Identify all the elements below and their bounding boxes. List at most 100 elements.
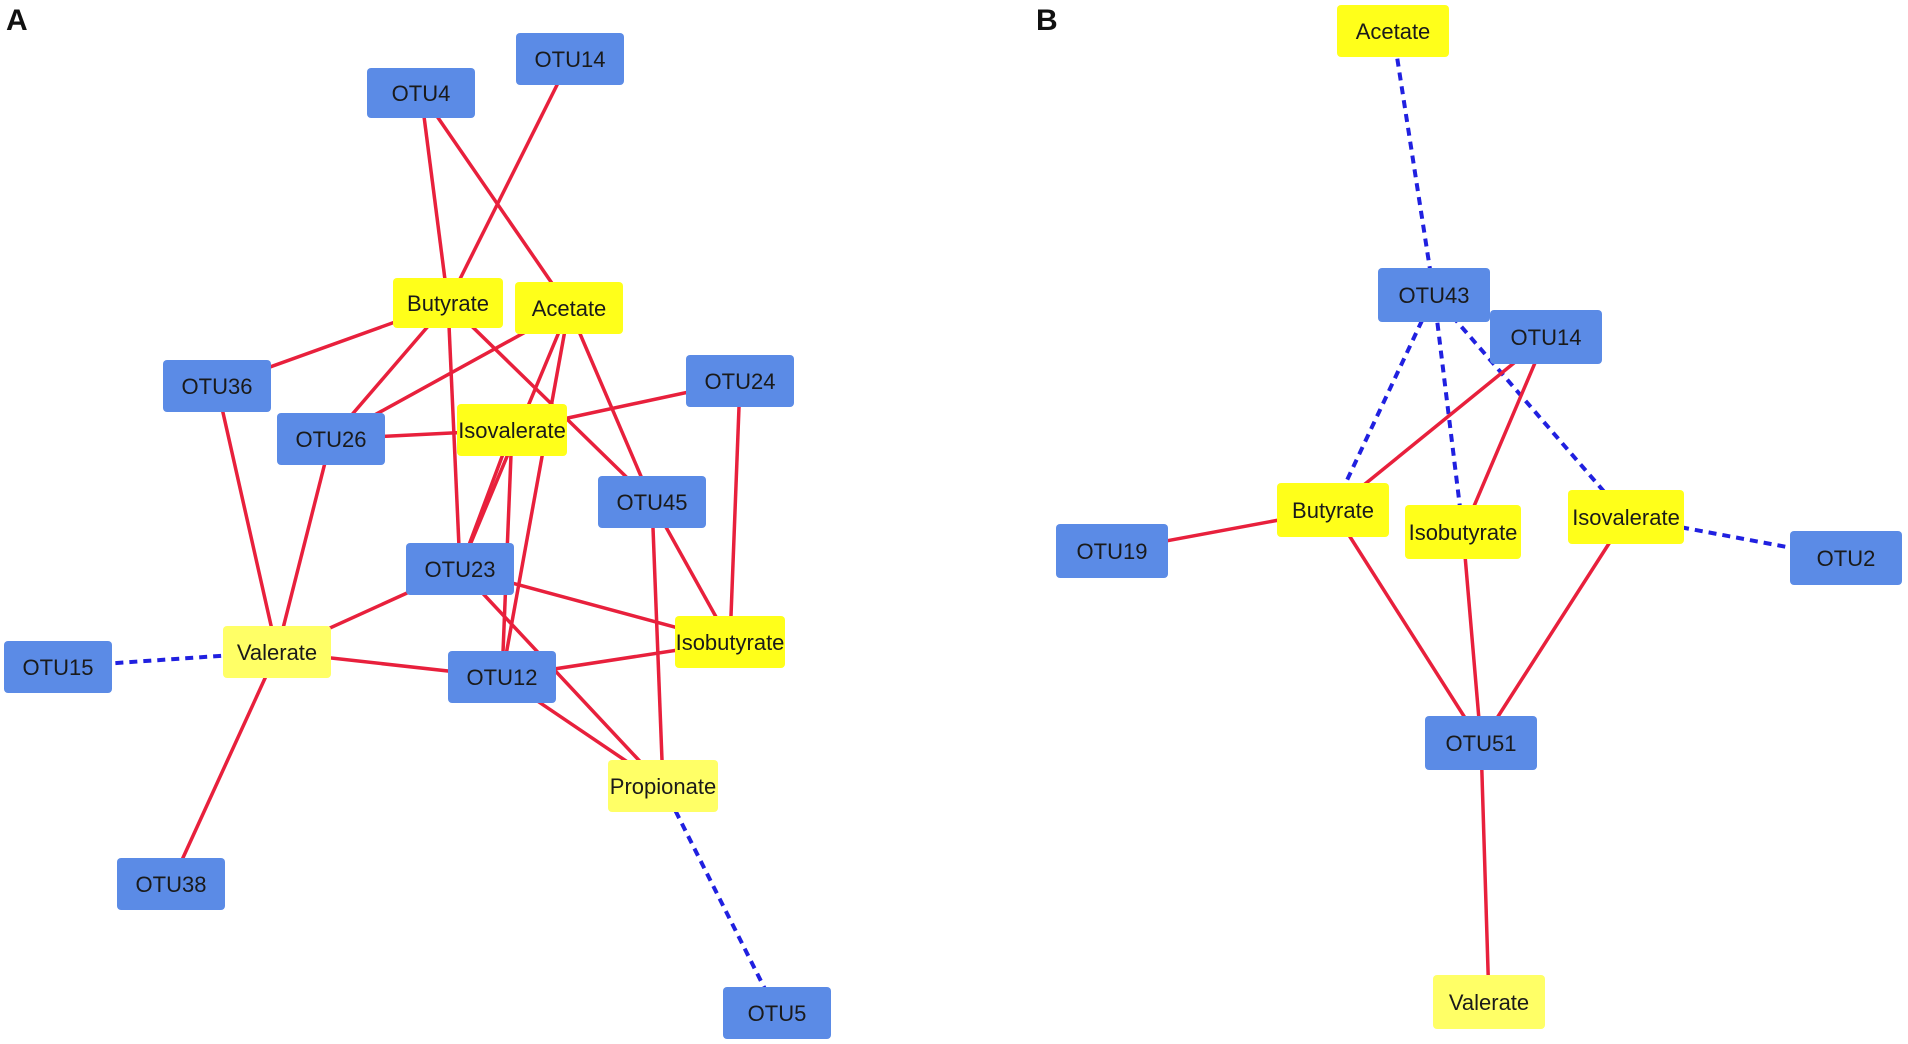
node-box-otu4 <box>367 68 475 118</box>
node-box-valerate <box>223 626 331 678</box>
node-label-otu45: OTU45 <box>617 490 688 515</box>
edge-positive-acetate-otu45 <box>567 307 654 503</box>
node-label-otu14: OTU14 <box>535 47 606 72</box>
node-label-acetate: Acetate <box>532 296 607 321</box>
node-otu24: OTU24 <box>686 355 794 407</box>
node-otu15: OTU15 <box>4 641 112 693</box>
node-box-isovalerate <box>457 404 567 456</box>
edge-negative-acetate-otu43 <box>1391 30 1436 296</box>
node-label-valerate: Valerate <box>237 640 317 665</box>
node-box-otu23 <box>406 543 514 595</box>
node-label-isobutyrate: Isobutyrate <box>1409 520 1518 545</box>
node-label-otu38: OTU38 <box>136 872 207 897</box>
node-box-otu14 <box>1490 310 1602 364</box>
edge-positive-otu14-butyrate <box>1331 335 1548 512</box>
node-otu38: OTU38 <box>117 858 225 910</box>
node-box-otu26 <box>277 413 385 465</box>
node-isovalerate: Isovalerate <box>457 404 567 456</box>
node-label-otu4: OTU4 <box>392 81 451 106</box>
node-isobutyrate: Isobutyrate <box>1405 505 1521 559</box>
panel-b-letter: B <box>1036 4 1058 37</box>
edge-negative-propionate-otu5 <box>661 785 779 1014</box>
node-label-butyrate: Butyrate <box>407 291 489 316</box>
edge-positive-otu14-butyrate <box>446 58 572 304</box>
node-box-isovalerate <box>1568 490 1684 544</box>
node-box-otu14 <box>516 33 624 85</box>
node-box-otu19 <box>1056 524 1168 578</box>
node-otu43: OTU43 <box>1378 268 1490 322</box>
node-box-isobutyrate <box>675 616 785 668</box>
node-box-otu2 <box>1790 531 1902 585</box>
node-isovalerate: Isovalerate <box>1568 490 1684 544</box>
node-propionate: Propionate <box>608 760 718 812</box>
node-label-acetate: Acetate <box>1356 19 1431 44</box>
edge-positive-otu45-propionate <box>650 501 665 787</box>
edge-positive-otu4-acetate <box>419 92 571 309</box>
node-box-butyrate <box>1277 483 1389 537</box>
edge-positive-butyrate-otu45 <box>446 301 654 504</box>
node-box-isobutyrate <box>1405 505 1521 559</box>
edge-positive-otu36-valerate <box>215 385 279 653</box>
node-label-propionate: Propionate <box>610 774 716 799</box>
node-label-otu15: OTU15 <box>23 655 94 680</box>
node-butyrate: Butyrate <box>1277 483 1389 537</box>
node-isobutyrate: Isobutyrate <box>675 616 785 668</box>
node-label-isobutyrate: Isobutyrate <box>676 630 785 655</box>
node-label-isovalerate: Isovalerate <box>1572 505 1680 530</box>
node-label-otu24: OTU24 <box>705 369 776 394</box>
node-label-otu5: OTU5 <box>748 1001 807 1026</box>
node-box-otu43 <box>1378 268 1490 322</box>
node-box-otu38 <box>117 858 225 910</box>
panel-a-letter: A <box>6 4 28 37</box>
node-label-otu51: OTU51 <box>1446 731 1517 756</box>
edge-positive-acetate-otu12 <box>500 307 571 678</box>
node-label-butyrate: Butyrate <box>1292 498 1374 523</box>
node-valerate: Valerate <box>1433 975 1545 1029</box>
node-box-otu15 <box>4 641 112 693</box>
node-label-valerate: Valerate <box>1449 990 1529 1015</box>
node-otu2: OTU2 <box>1790 531 1902 585</box>
node-otu51: OTU51 <box>1425 716 1537 770</box>
node-box-otu36 <box>163 360 271 412</box>
edge-positive-otu51-valerate <box>1479 742 1491 1003</box>
node-box-otu5 <box>723 987 831 1039</box>
node-box-otu45 <box>598 476 706 528</box>
edge-negative-otu43-isobutyrate <box>1432 294 1465 533</box>
node-otu23: OTU23 <box>406 543 514 595</box>
edge-positive-isobutyrate-otu51 <box>1461 531 1483 744</box>
edge-negative-otu43-isovalerate <box>1432 293 1628 519</box>
node-box-otu24 <box>686 355 794 407</box>
node-box-acetate <box>515 282 623 334</box>
node-otu12: OTU12 <box>448 651 556 703</box>
node-otu26: OTU26 <box>277 413 385 465</box>
node-box-otu12 <box>448 651 556 703</box>
edge-positive-valerate-otu38 <box>169 651 279 885</box>
node-otu4: OTU4 <box>367 68 475 118</box>
edge-positive-isovalerate-otu51 <box>1479 516 1628 744</box>
node-acetate: Acetate <box>1337 5 1449 57</box>
node-label-otu36: OTU36 <box>182 374 253 399</box>
node-label-otu2: OTU2 <box>1817 546 1876 571</box>
node-box-valerate <box>1433 975 1545 1029</box>
edge-positive-otu4-butyrate <box>419 92 450 304</box>
edge-positive-butyrate-otu23 <box>446 302 462 570</box>
edge-positive-otu23-propionate <box>458 567 665 788</box>
edge-positive-otu24-isobutyrate <box>728 380 742 643</box>
node-otu14: OTU14 <box>1490 310 1602 364</box>
node-label-isovalerate: Isovalerate <box>458 418 566 443</box>
node-otu45: OTU45 <box>598 476 706 528</box>
node-otu19: OTU19 <box>1056 524 1168 578</box>
node-label-otu43: OTU43 <box>1399 283 1470 308</box>
node-otu36: OTU36 <box>163 360 271 412</box>
node-valerate: Valerate <box>223 626 331 678</box>
node-label-otu12: OTU12 <box>467 665 538 690</box>
node-label-otu19: OTU19 <box>1077 539 1148 564</box>
edge-positive-butyrate-otu51 <box>1331 509 1483 744</box>
node-box-butyrate <box>393 278 503 328</box>
node-otu14: OTU14 <box>516 33 624 85</box>
node-otu5: OTU5 <box>723 987 831 1039</box>
